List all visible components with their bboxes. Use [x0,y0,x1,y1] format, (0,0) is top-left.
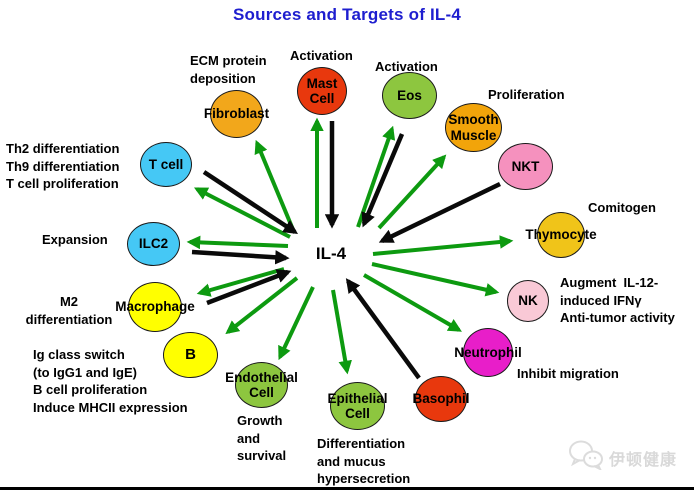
cell-epithelial-label: Epithelial Cell [327,390,388,421]
cell-nk: NK [507,280,549,322]
il4-to-fibroblast-arrow [254,139,296,233]
cell-neutrophil-label: Neutrophil [454,344,522,360]
cell-nkt: NKT [498,143,553,190]
il4-to-nk-arrow [371,262,500,297]
cell-endothelial-label: Endothelial Cell [225,369,298,400]
annotation-thymocyte: Comitogen [588,200,656,215]
annotation-nk: Augment IL-12- induced IFNγ Anti-tumor a… [560,275,675,326]
cell-t-cell: T cell [140,142,192,187]
annotation-ilc2: Expansion [42,232,108,247]
annotation-smooth-muscle: Proliferation [488,87,565,102]
cell-t-cell-label: T cell [148,156,184,172]
eos-to-il4-arrow [361,133,405,228]
watermark-text: 伊顿健康 [609,451,678,469]
cell-ilc2-label: ILC2 [138,236,169,252]
cell-nkt-label: NKT [511,158,540,174]
cell-thymocyte: Thymocyte [525,212,597,258]
cell-basophil-label: Basophil [412,391,470,407]
cell-endothelial: Endothelial Cell [225,362,298,408]
cell-b-label: B [185,345,196,363]
t-cell-to-il4-arrow [202,170,299,234]
il4-to-endothelial-arrow [278,286,315,361]
macrophage-to-il4-arrow [206,269,292,306]
il4-to-ilc2-arrow [186,235,289,250]
annotation-macrophage: M2 differentiation [25,294,113,327]
annotation-endothelial: Growth and survival [237,413,287,464]
il4-center-label: IL-4 [315,244,347,263]
annotation-t-cell: Th2 differentiation Th9 differentiation … [6,141,120,192]
cell-macrophage-label: Macrophage [115,299,195,315]
cell-fibroblast: Fibroblast [204,90,269,138]
il4-to-thymocyte-arrow [372,235,514,256]
cell-basophil: Basophil [412,376,470,422]
il4-to-b-cell-arrow [225,276,299,335]
nkt-to-il4-arrow [378,181,501,244]
cell-macrophage: Macrophage [115,282,195,332]
cell-ilc2: ILC2 [127,222,180,266]
annotation-mast-cell: Activation [290,48,353,63]
cell-mast-cell-label: Mast Cell [306,75,338,106]
annotation-neutrophil: Inhibit migration [517,366,619,381]
cell-neutrophil: Neutrophil [454,328,522,377]
cell-eos-label: Eos [397,87,422,103]
cell-b: B [163,332,218,378]
cell-smooth-muscle: Smooth Muscle [445,103,502,152]
chat-bubbles-icon [568,440,604,475]
ilc2-to-il4-arrow [191,249,290,265]
il4-to-macrophage-arrow [196,267,285,297]
basophil-to-il4-arrow [345,278,421,380]
cell-thymocyte-label: Thymocyte [525,227,597,243]
il4-to-epithelial-arrow [331,289,352,375]
cell-fibroblast-label: Fibroblast [203,106,270,122]
annotation-eos: Activation [375,59,438,74]
annotation-epithelial: Differentiation and mucus hypersecretion [317,436,411,487]
cell-epithelial: Epithelial Cell [327,382,388,430]
il4-to-smooth-muscle-arrow [377,154,447,230]
il4-to-neutrophil-arrow [362,273,462,332]
annotation-fibroblast: ECM protein deposition [190,53,267,86]
cell-nk-label: NK [518,293,538,309]
cell-eos: Eos [382,72,437,119]
il4-to-eos-arrow [356,125,396,228]
il4-to-t-cell-arrow [193,187,291,239]
cell-mast-cell: Mast Cell [297,67,347,115]
diagram-title: Sources and Targets of IL-4 [232,5,462,24]
watermark: 伊顿健康 [568,440,677,475]
bottom-border-line [0,487,694,490]
cell-smooth-muscle-label: Smooth Muscle [448,112,499,143]
annotation-b: Ig class switch (to IgG1 and IgE) B cell… [33,347,188,415]
